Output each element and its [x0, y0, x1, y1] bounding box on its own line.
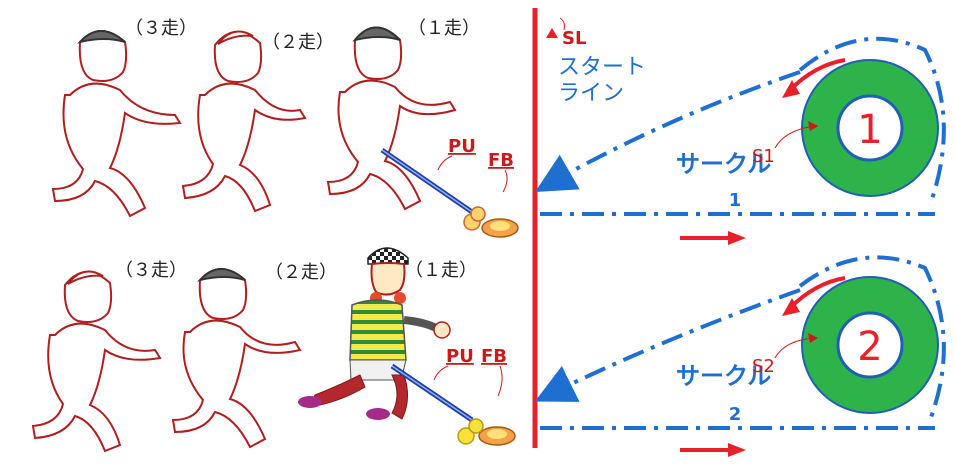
- balls-2: [457, 418, 516, 446]
- runner-1b: [298, 247, 451, 420]
- circle-1-marker: S1: [752, 146, 775, 167]
- runner-1-label: （１走）: [408, 18, 480, 39]
- runner-3b: [31, 270, 162, 453]
- pu-label-1: PU: [448, 136, 476, 157]
- runner-3: [51, 30, 182, 218]
- runner-1b-label: （１走）: [405, 260, 477, 281]
- return-path-2: [534, 288, 801, 402]
- start-line-label-2: ライン: [558, 81, 624, 106]
- circle-path-1: [798, 36, 946, 206]
- runner-3b-label: （３走）: [115, 260, 187, 281]
- lane-2-arrow-icon: [680, 443, 746, 457]
- runner-2b: [171, 268, 302, 449]
- fb-label-1: FB: [488, 150, 514, 171]
- start-line-code: SL: [562, 28, 586, 49]
- balls-1: [463, 206, 519, 238]
- pu-label-2: PU: [446, 346, 474, 367]
- circle-2-number: 2: [857, 324, 882, 370]
- fb-label-2: FB: [481, 346, 507, 367]
- circle-2-marker: S2: [752, 356, 775, 377]
- runner-2b-label: （２走）: [265, 262, 337, 283]
- relay-row-1: （３走） （２走） （１走） PU FB: [51, 18, 946, 245]
- runner-3-label: （３走）: [125, 18, 197, 39]
- pu-ball-2: [457, 427, 475, 445]
- circle-1-number: 1: [857, 107, 882, 153]
- lane-1-arrow-icon: [680, 231, 746, 245]
- circle-2-label: サークル: [676, 362, 771, 390]
- return-path-1: [535, 70, 801, 192]
- start-line-label-1: スタート: [558, 55, 646, 80]
- runner-1: [326, 26, 457, 211]
- runner-2: [181, 30, 307, 213]
- relay-row-2: （３走） （２走） （１走）: [31, 247, 946, 457]
- runner-2-label: （２走）: [262, 32, 334, 53]
- sl-marker-icon: [546, 28, 558, 38]
- circle-path-2: [798, 255, 946, 421]
- circle-1-label: サークル: [676, 150, 771, 178]
- lane-2-number: 2: [729, 404, 742, 425]
- lane-1-number: 1: [729, 190, 742, 211]
- sl-leader-line: [559, 17, 565, 31]
